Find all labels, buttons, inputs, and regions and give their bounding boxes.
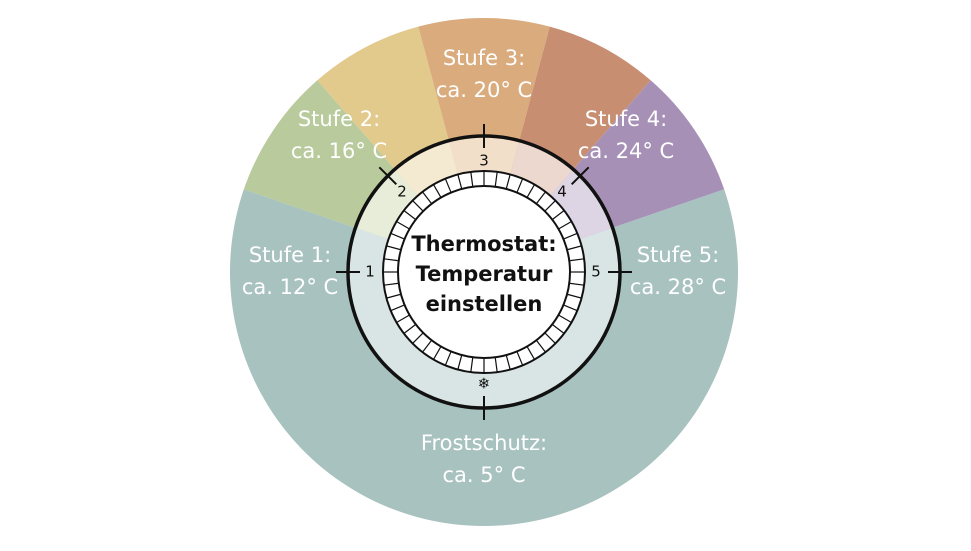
scale-tick xyxy=(444,351,452,366)
scale-tick xyxy=(544,200,556,212)
center-title-line-1: Thermostat: xyxy=(411,232,556,256)
label-stufe-1-temp: ca. 12° C xyxy=(242,275,338,299)
scale-tick xyxy=(526,346,536,360)
scale-tick xyxy=(396,220,410,230)
dial-scale-ticks xyxy=(383,171,585,373)
center-title-line-2: Temperatur xyxy=(416,262,553,286)
scale-tick xyxy=(535,339,546,353)
scale-tick xyxy=(386,293,402,299)
scale-tick xyxy=(390,232,405,240)
scale-tick xyxy=(505,174,511,190)
label-frostschutz-name: Frostschutz: xyxy=(421,431,547,455)
label-stufe-4-name: Stufe 4: xyxy=(585,107,667,131)
label-stufe-2-name: Stufe 2: xyxy=(298,107,380,131)
dial-tick-stufe-2 xyxy=(378,166,398,186)
scale-tick xyxy=(551,210,565,221)
scale-tick xyxy=(494,171,498,187)
label-stufe-2-temp: ca. 16° C xyxy=(291,139,387,163)
dial-tick-stufe-4 xyxy=(570,166,590,186)
scale-tick xyxy=(457,354,463,370)
scale-tick xyxy=(558,220,572,230)
scale-tick xyxy=(412,200,424,212)
scale-tick xyxy=(563,232,578,240)
dial-number-1: 1 xyxy=(365,263,375,281)
center-title-line-3: einstellen xyxy=(426,292,543,316)
scale-tick xyxy=(551,323,565,334)
scale-tick xyxy=(422,191,433,205)
label-stufe-3-temp: ca. 20° C xyxy=(436,78,532,102)
scale-tick xyxy=(516,351,524,366)
scale-tick xyxy=(432,184,442,198)
scale-tick xyxy=(494,357,498,373)
scale-tick xyxy=(535,191,546,205)
scale-tick xyxy=(422,339,433,353)
scale-tick xyxy=(396,314,410,324)
scale-tick xyxy=(563,304,578,312)
label-frostschutz-temp: ca. 5° C xyxy=(443,463,526,487)
scale-tick xyxy=(505,354,511,370)
scale-tick xyxy=(566,293,582,299)
label-stufe-3-name: Stufe 3: xyxy=(443,46,525,70)
scale-tick xyxy=(457,174,463,190)
scale-tick xyxy=(432,346,442,360)
segment-labels: Frostschutz: ca. 5° C Stufe 1: ca. 12° C Stu… xyxy=(242,46,726,487)
scale-tick xyxy=(403,323,417,334)
dial-number-4: 4 xyxy=(557,183,567,201)
dial-ticks xyxy=(336,124,632,420)
scale-tick xyxy=(516,178,524,193)
scale-tick xyxy=(566,245,582,251)
scale-tick xyxy=(558,314,572,324)
scale-tick xyxy=(444,178,452,193)
dial-center xyxy=(397,185,571,359)
scale-tick xyxy=(526,184,536,198)
scale-tick xyxy=(386,245,402,251)
scale-tick xyxy=(403,210,417,221)
scale-tick xyxy=(569,258,585,262)
scale-tick xyxy=(544,332,556,344)
snowflake-icon: ❄ xyxy=(478,375,491,393)
label-stufe-4-temp: ca. 24° C xyxy=(578,139,674,163)
scale-tick xyxy=(383,282,399,286)
label-stufe-5-name: Stufe 5: xyxy=(637,243,719,267)
dial-number-2: 2 xyxy=(397,183,407,201)
scale-tick xyxy=(390,304,405,312)
label-stufe-1-name: Stufe 1: xyxy=(249,243,331,267)
label-stufe-5-temp: ca. 28° C xyxy=(630,275,726,299)
dial-labels: ❄ 1 2 3 4 5 xyxy=(365,152,601,393)
scale-tick xyxy=(383,258,399,262)
scale-tick xyxy=(470,357,474,373)
dial-number-3: 3 xyxy=(479,152,489,170)
dial-number-5: 5 xyxy=(591,263,601,281)
scale-tick xyxy=(412,332,424,344)
scale-tick xyxy=(569,282,585,286)
scale-tick xyxy=(470,171,474,187)
